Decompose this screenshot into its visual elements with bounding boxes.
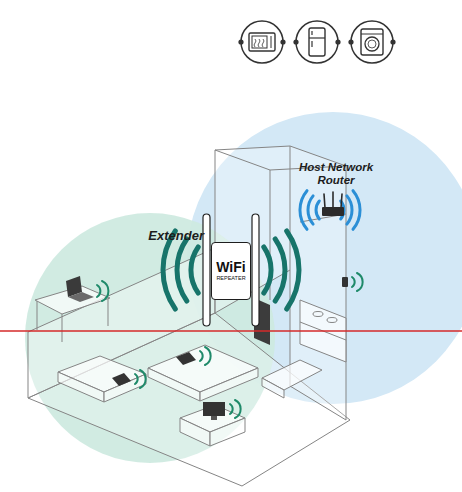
desk-leg: [37, 301, 38, 330]
sofa-side: [58, 372, 104, 402]
washer-drum: [365, 37, 379, 51]
washer-panel: [361, 34, 383, 35]
fridge-body: [309, 28, 325, 56]
microwave-body: [249, 33, 275, 51]
repeater-text: REPEATER: [216, 275, 245, 282]
stove-burner: [327, 318, 337, 323]
microwave-door: [252, 36, 267, 48]
fridge-handle: [311, 31, 312, 35]
router-label: Host Network Router: [297, 161, 375, 187]
desk-leg: [62, 314, 63, 342]
armchair-side: [262, 378, 284, 398]
monitor-stand: [211, 416, 217, 420]
icon-dot: [280, 39, 285, 44]
device-signal: [97, 281, 108, 301]
bed-side: [148, 368, 200, 401]
router-device: Host Network Router: [322, 207, 344, 216]
icon-dot: [390, 39, 395, 44]
tablet: [112, 373, 131, 386]
desk-leg: [108, 299, 109, 326]
microwave-heat-lines: [254, 39, 264, 47]
fridge-icon-ring: [296, 21, 338, 63]
room-top-edge: [215, 150, 270, 170]
icon-dot: [348, 39, 353, 44]
fridge-door-split: [309, 37, 325, 38]
bed-side: [200, 368, 258, 401]
router-antenna: [324, 194, 325, 208]
device-signal: [200, 347, 211, 365]
icon-dot: [293, 39, 298, 44]
device-signal: [352, 273, 363, 291]
microwave-icon-ring: [241, 21, 283, 63]
tv-stand-side: [210, 418, 245, 446]
extender-label: Extender: [148, 228, 204, 243]
red-guide-line: [0, 330, 462, 332]
tv-stand-side: [180, 418, 210, 446]
router-antenna: [341, 194, 342, 208]
tablet: [176, 352, 196, 365]
phone: [342, 277, 348, 287]
extender-signal: [264, 231, 299, 309]
device-signal: [135, 370, 146, 388]
icon-dot: [335, 39, 340, 44]
fridge-handle: [311, 41, 312, 47]
router-signal: [300, 191, 319, 230]
wifi-logo-text: WiFi: [216, 260, 245, 275]
washer-icon-ring: [351, 21, 393, 63]
icon-dot: [238, 39, 243, 44]
router-antenna: [332, 192, 334, 208]
extender-antenna: [252, 214, 259, 326]
washer-drum-inner: [368, 40, 376, 48]
monitor: [203, 402, 225, 416]
laptop-base: [68, 292, 94, 302]
washer-body: [361, 29, 383, 55]
extender-antenna: [203, 214, 210, 326]
room-corner-edge: [290, 146, 291, 270]
stove-burner: [313, 312, 323, 317]
device-signal: [230, 400, 241, 418]
microwave-panel: [271, 36, 272, 48]
wifi-repeater: ExtenderWiFiREPEATER: [211, 242, 251, 300]
